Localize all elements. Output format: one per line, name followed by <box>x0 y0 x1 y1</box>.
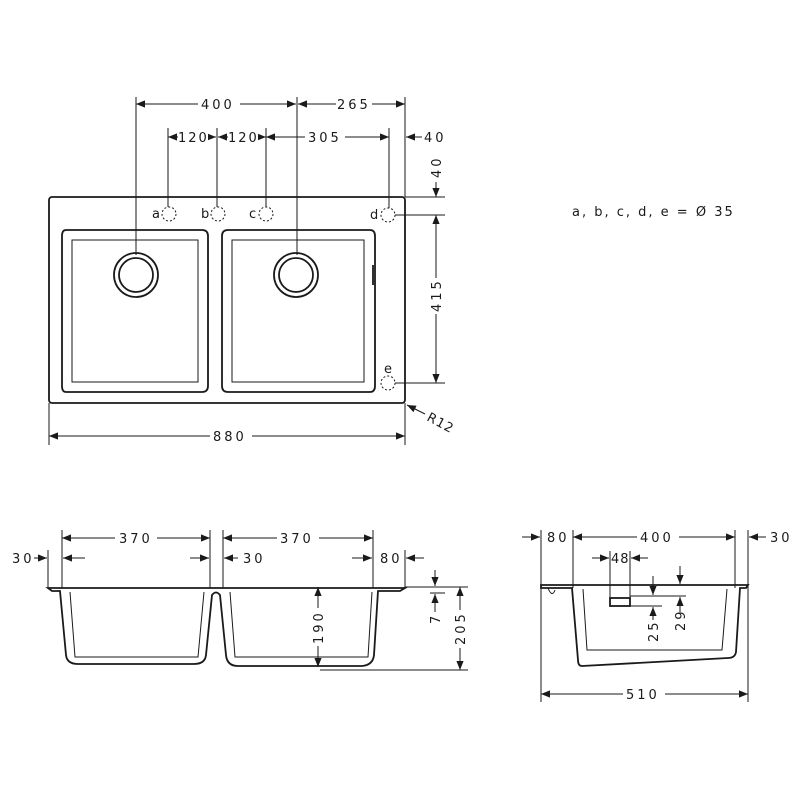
dim-120-bc: 120 <box>228 131 259 146</box>
hole-c <box>258 206 274 222</box>
hole-label-e: e <box>384 362 392 377</box>
hole-label-c: c <box>249 207 256 222</box>
right-drain-icon <box>273 252 319 298</box>
dim-30-left: 30 <box>12 552 35 567</box>
hole-a <box>161 206 177 222</box>
radius-r12: R12 <box>424 410 456 437</box>
side-dim-25: 25 <box>647 619 662 642</box>
side-view: 80 400 30 48 25 29 510 <box>522 529 793 703</box>
dim-205: 205 <box>454 611 469 645</box>
dim-80: 80 <box>380 552 403 567</box>
left-drain-icon <box>113 252 159 298</box>
overflow-slot <box>609 597 631 607</box>
hole-label-d: d <box>370 208 378 223</box>
dim-190: 190 <box>312 610 327 644</box>
hole-diameter-legend: a, b, c, d, e = Ø 35 <box>572 205 735 220</box>
dim-370-left: 370 <box>119 532 153 547</box>
dim-415: 415 <box>430 278 445 312</box>
front-view: 370 370 30 30 80 190 7 205 <box>12 530 469 671</box>
dim-305: 305 <box>308 131 342 146</box>
side-dim-48: 48 <box>611 552 630 567</box>
hole-label-a: a <box>152 207 160 222</box>
hole-label-b: b <box>201 207 209 222</box>
dim-120-ab: 120 <box>178 131 209 146</box>
side-dim-80: 80 <box>547 531 570 546</box>
dim-40-right: 40 <box>424 131 447 146</box>
dim-370-right: 370 <box>280 532 314 547</box>
side-profile <box>540 584 750 667</box>
dim-880: 880 <box>213 430 247 445</box>
right-basin-inner <box>231 239 365 383</box>
top-view: a b c d e 400 265 120 120 305 40 <box>48 96 456 445</box>
front-profile <box>45 587 409 667</box>
left-basin <box>61 229 209 393</box>
right-basin <box>221 229 376 393</box>
side-dim-400: 400 <box>640 531 674 546</box>
dim-40-top: 40 <box>430 155 445 178</box>
dim-265: 265 <box>337 98 371 113</box>
side-dim-30: 30 <box>770 531 793 546</box>
side-dim-510: 510 <box>626 688 660 703</box>
dim-400: 400 <box>201 98 235 113</box>
left-basin-inner <box>71 239 199 383</box>
hole-d <box>380 207 396 223</box>
side-dim-29: 29 <box>674 608 689 631</box>
sink-outline <box>48 196 406 404</box>
hole-b <box>210 206 226 222</box>
dim-30-mid: 30 <box>243 552 266 567</box>
hole-e <box>380 375 396 391</box>
dim-7: 7 <box>429 613 444 624</box>
